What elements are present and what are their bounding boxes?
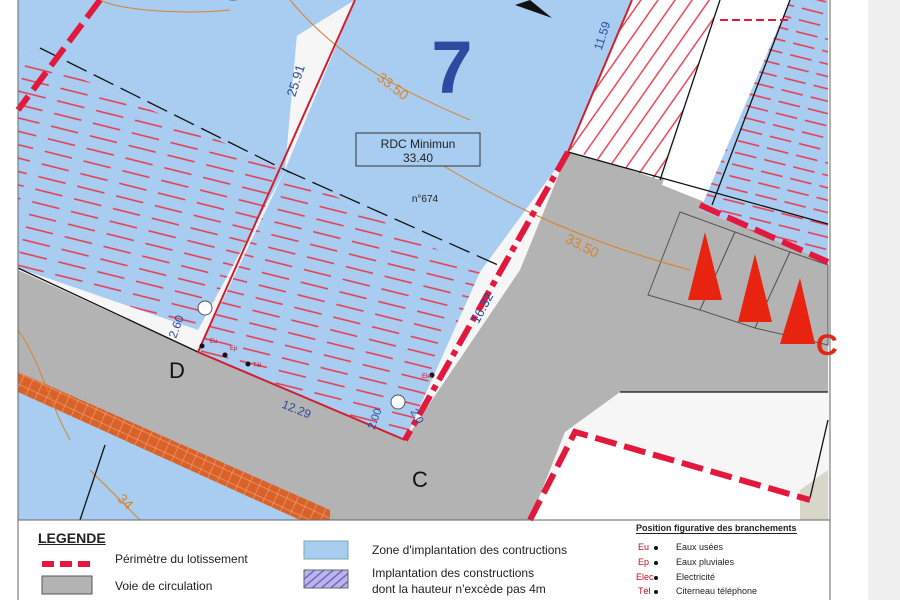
branch-label-elec: Electricité — [676, 572, 716, 582]
contour-line-left — [17, 329, 71, 441]
lot-number: 7 — [431, 26, 472, 109]
marker-dot — [245, 361, 251, 367]
legend-swatch-hatch — [303, 569, 349, 589]
marker-dot — [222, 352, 228, 358]
boundary-line — [711, 0, 791, 206]
branch-label-eu: Eaux usées — [676, 542, 724, 552]
parking-triangle-2 — [738, 254, 772, 322]
legend-label-hatch: Implantation des constructions — [372, 566, 535, 580]
legend-label-perimeter: Périmètre du lotissement — [115, 552, 248, 566]
left-hatched-zone — [18, 50, 285, 330]
boundary-line — [79, 444, 106, 521]
marker-elec: Elec — [422, 374, 434, 380]
legend-label-zone: Zone d'implantation des contructions — [372, 543, 568, 557]
marker-dot — [199, 343, 205, 349]
partial-lot-letter: C — [816, 329, 838, 362]
connection-point — [197, 300, 213, 316]
marker-dot — [429, 372, 435, 378]
top-right-blue-lot — [700, 0, 828, 262]
brick-strip — [18, 372, 330, 520]
legend-swatch-zone — [303, 540, 349, 560]
branch-label-tel: Citerneau téléphone — [676, 586, 758, 596]
parking-triangle-3 — [780, 278, 815, 344]
top-right-hatched-lot — [570, 0, 720, 180]
branch-symbol-dot — [654, 576, 658, 580]
bottom-right-lot — [530, 432, 810, 520]
boundary-line — [659, 0, 721, 181]
point-c-label: C — [412, 467, 428, 492]
rdc-box — [355, 132, 481, 167]
rdc-value: 33.40 — [403, 151, 433, 165]
legend-label-hatch-height: dont la hauteur n'excède pas 4m — [372, 582, 546, 596]
branch-label-ep: Eaux pluviales — [676, 557, 735, 567]
contour-line-topleft — [99, 0, 231, 13]
lot-7-boundary — [196, 0, 406, 441]
perimeter-line — [527, 428, 811, 522]
contour-line-top — [289, 0, 471, 121]
parking-triangle-1 — [688, 232, 722, 300]
boundary-line — [39, 47, 286, 171]
branch-symbol-dot — [654, 590, 658, 594]
perimeter-line — [698, 202, 830, 265]
top-right-white-lot — [662, 0, 790, 205]
legend-title: LEGENDE — [38, 530, 106, 546]
legend-swatch-road — [41, 575, 93, 595]
connection-point — [390, 394, 406, 410]
perimeter-line — [15, 0, 103, 112]
parcel-number: n°674 — [412, 194, 439, 205]
legend-label-road: Voie de circulation — [115, 579, 213, 593]
boundary-line — [809, 419, 829, 499]
branch-code-tel: Tél — [638, 586, 651, 596]
left-upper-zone — [18, 0, 300, 170]
perimeter-line — [402, 150, 571, 442]
branch-code-ep: Ep — [638, 557, 650, 567]
boundary-line — [567, 151, 829, 225]
bottom-right-patch — [800, 470, 828, 520]
marker-tel: Tél — [253, 363, 261, 369]
branch-code-eu: Eu — [638, 542, 650, 552]
rdc-label: RDC Minimun — [381, 137, 456, 151]
lot-number-partial: 6 — [211, 0, 252, 16]
boundary-line — [284, 169, 499, 266]
page-edge-right — [868, 0, 900, 600]
point-d-label: D — [169, 358, 185, 383]
road — [18, 152, 828, 520]
branch-code-elec: Elec — [636, 572, 654, 582]
branch-symbol-dot — [654, 546, 658, 550]
lot-7-boundary-right — [567, 0, 633, 153]
branch-symbol-dot — [654, 561, 658, 565]
boundary-line — [17, 267, 199, 353]
lot-7-hatched-zone — [198, 170, 480, 440]
north-arrow-icon — [515, 0, 552, 18]
marker-eu: Eu — [210, 339, 217, 345]
branchements-title: Position figurative des branchements — [636, 523, 797, 534]
marker-ep: Ep — [230, 346, 238, 352]
